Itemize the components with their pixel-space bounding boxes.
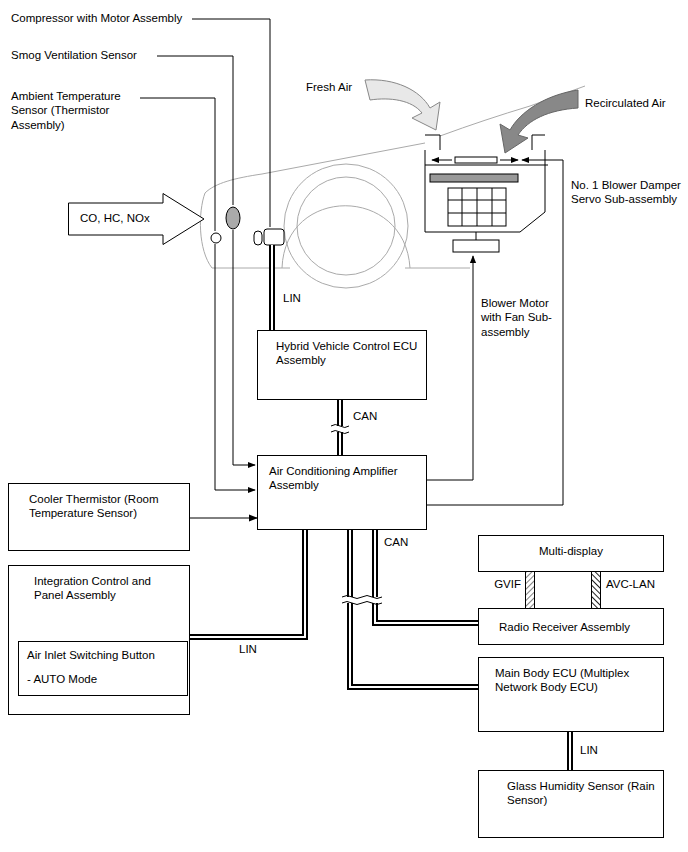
node-note: - AUTO Mode: [27, 672, 179, 686]
fresh-air-arrow: [365, 80, 440, 130]
node-title: CO, HC, NOx: [80, 211, 197, 225]
car-outline: [200, 86, 585, 288]
node-title: Hybrid Vehicle Control ECU Assembly: [276, 339, 418, 368]
switch-box: Air Inlet Switching Button - AUTO Mode: [18, 641, 188, 696]
node-title: Glass Humidity Sensor (Rain Sensor): [507, 779, 655, 808]
bus-cable: [570, 732, 571, 770]
ambient-sensor: [211, 233, 221, 243]
signal-label: LIN: [282, 291, 302, 305]
part-label: Blower Motor with Fan Sub-assembly: [480, 296, 560, 339]
node-title: Radio Receiver Assembly: [499, 620, 655, 634]
airflow-label: Fresh Air: [305, 80, 353, 94]
node-title: Air Inlet Switching Button: [27, 648, 179, 662]
bus-cable: [375, 530, 478, 623]
node-title: Cooler Thermistor (Room Temperature Sens…: [29, 492, 181, 521]
sensor-box: Cooler Thermistor (Room Temperature Sens…: [8, 483, 190, 551]
signal-label: LIN: [238, 643, 258, 657]
panel-box: Integration Control and Panel AssemblyAi…: [8, 565, 190, 715]
compressor: [264, 229, 284, 245]
node-title: Multi-display: [487, 544, 655, 558]
leader-lines: [135, 19, 563, 505]
ecu-box: Main Body ECU (Multiplex Network Body EC…: [478, 657, 664, 732]
display-box: Multi-display: [478, 535, 664, 572]
airflow-label: Recirculated Air: [584, 96, 667, 110]
recirculated-air-arrow: [500, 90, 578, 153]
bus-cable: [530, 572, 531, 608]
bus-cable: [190, 530, 305, 637]
part-label: Ambient Temperature Sensor (Thermistor A…: [10, 89, 140, 132]
blower-motor: [453, 240, 499, 252]
signal-label: LIN: [579, 744, 599, 758]
node-title: Integration Control and Panel Assembly: [34, 574, 181, 603]
part-label: Compressor with Motor Assembly: [10, 11, 183, 25]
bus-cable: [596, 572, 597, 608]
signal-label: AVC-LAN: [605, 578, 656, 592]
sensor-box: Glass Humidity Sensor (Rain Sensor): [478, 770, 664, 838]
node-title: Air Conditioning Amplifier Assembly: [269, 464, 418, 493]
node-title: Main Body ECU (Multiplex Network Body EC…: [495, 666, 655, 695]
part-label: No. 1 Blower Damper Servo Sub-assembly: [570, 178, 684, 207]
signal-label: GVIF: [493, 578, 522, 592]
signal-label: CAN: [383, 536, 409, 550]
compressor-connector: [254, 231, 262, 245]
receiver-box: Radio Receiver Assembly: [478, 608, 664, 645]
part-label: Smog Ventilation Sensor: [10, 48, 138, 62]
amplifier-box: Air Conditioning Amplifier Assembly: [257, 455, 427, 530]
lin-cable: [272, 245, 273, 330]
input-arrow: CO, HC, NOx: [68, 193, 205, 245]
smog-sensor: [226, 207, 240, 229]
signal-arrow: [190, 518, 257, 519]
bus-cable: [350, 530, 478, 687]
hvac-unit: [425, 135, 548, 252]
signal-label: CAN: [352, 410, 378, 424]
ecu-box: Hybrid Vehicle Control ECU Assembly: [257, 330, 427, 400]
